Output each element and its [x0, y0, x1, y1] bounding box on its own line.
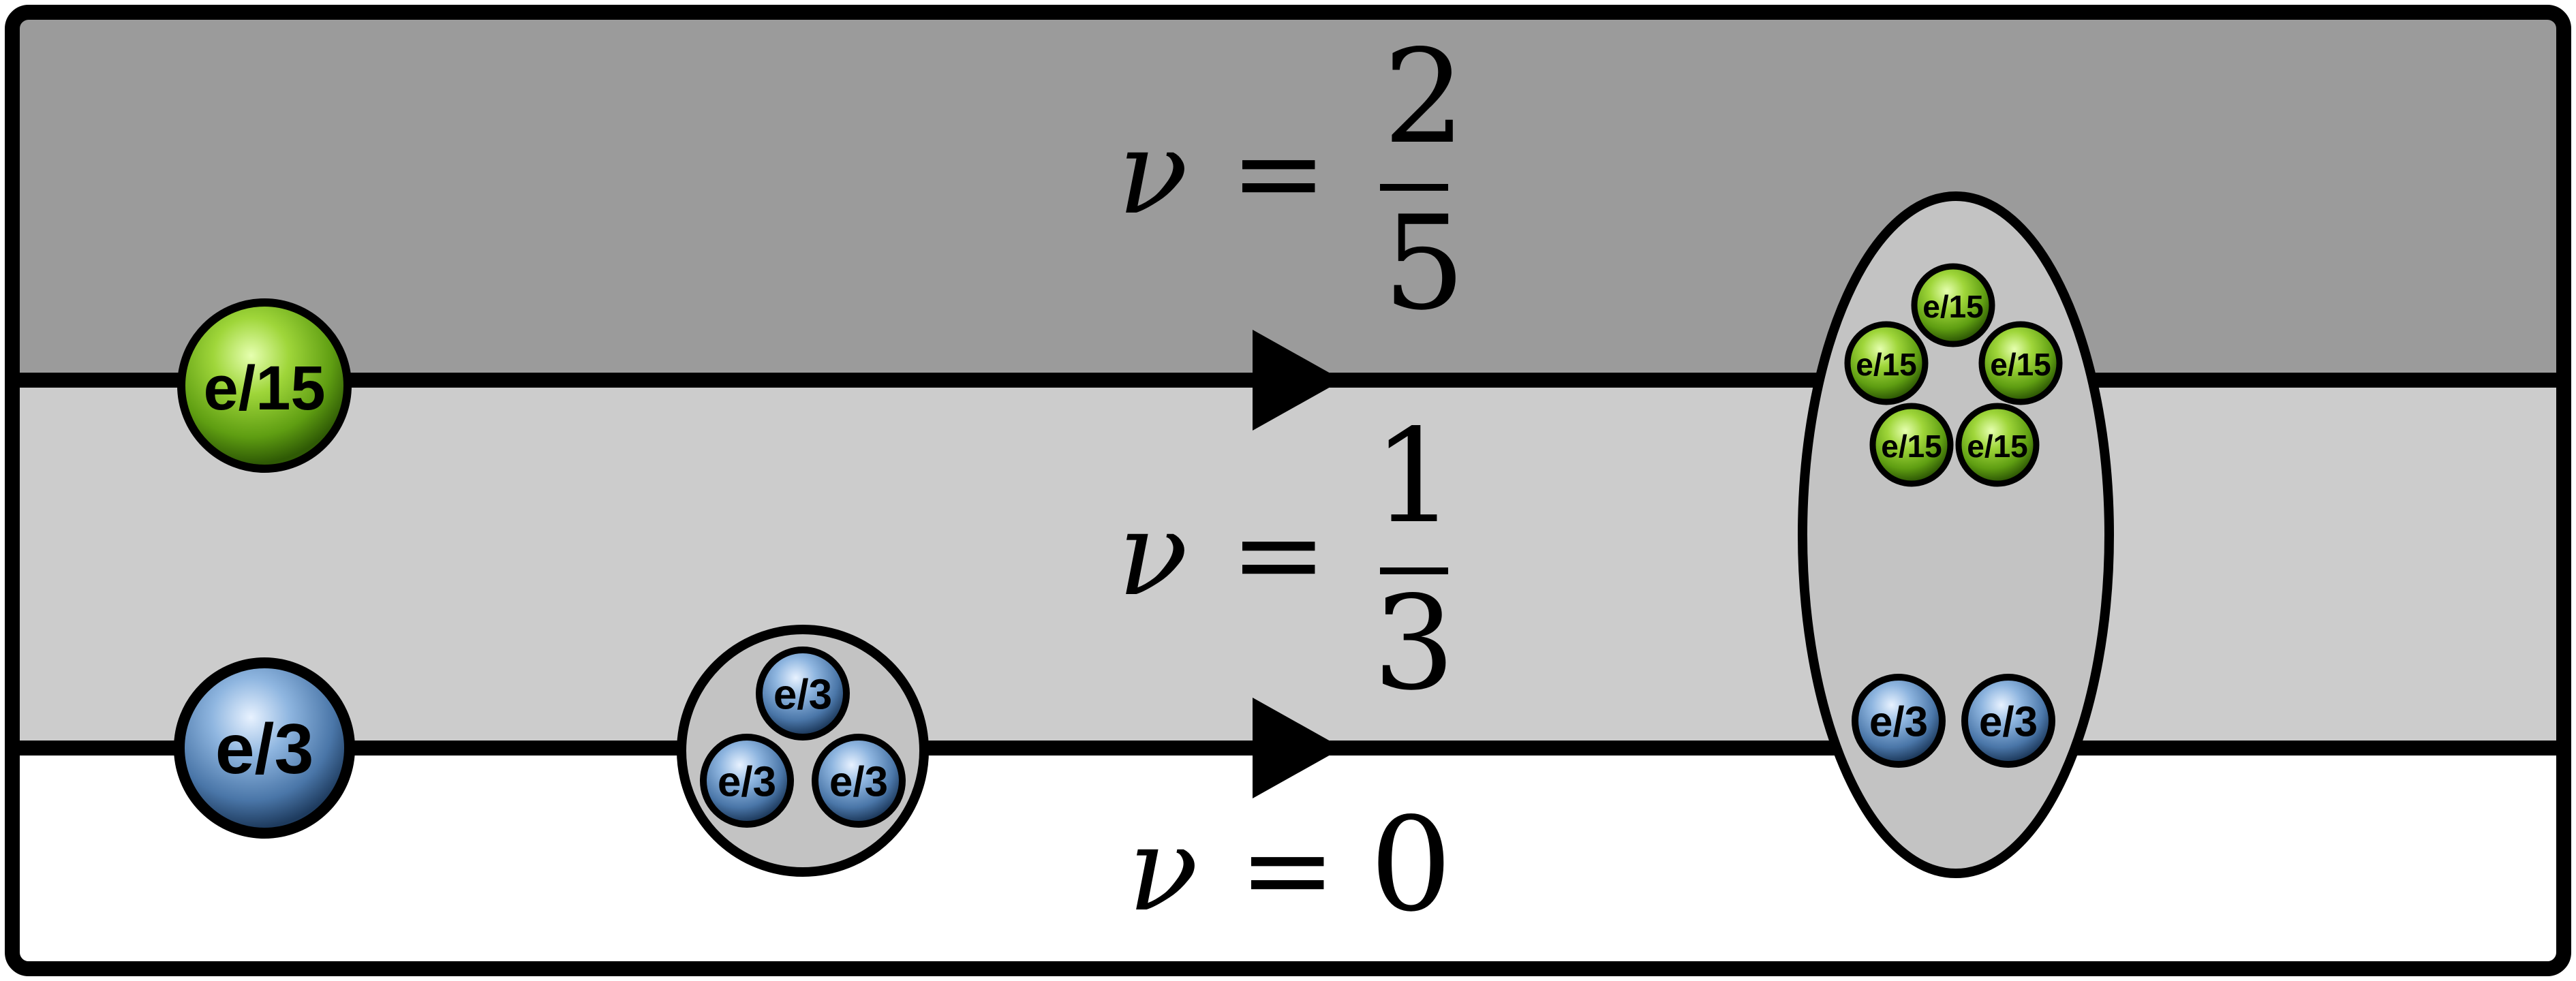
cluster-three-e3: e/3 e/3 e/3 [677, 625, 929, 877]
region-nu-2-5 [12, 12, 2564, 380]
particle-charge-label: e/15 [1881, 429, 1942, 464]
green-particle-icon [1844, 321, 1929, 405]
fraction-denominator: 3 [1373, 568, 1456, 719]
label-nu-2-5: ν = 2 5 [1118, 22, 1465, 339]
region-nu-0 [12, 748, 2564, 969]
zero-value: 0 [1370, 790, 1452, 940]
green-particle-icon [1955, 403, 2040, 487]
label-nu-0: ν = 0 [1128, 790, 1452, 940]
blue-particle-icon [1961, 674, 2055, 768]
particle-charge-label: e/15 [1856, 347, 1917, 382]
particle-charge-label: e/3 [1869, 699, 1928, 746]
green-particle-icon [1869, 403, 1954, 487]
particle-charge-label: e/3 [1979, 699, 2038, 746]
blue-particle-icon [174, 657, 355, 839]
green-particle-icon [1978, 321, 2063, 405]
nu-symbol: ν [1118, 487, 1188, 622]
equals-sign: = [1230, 106, 1327, 240]
equals-sign: = [1230, 487, 1327, 622]
region-nu-1-3 [12, 380, 2564, 748]
blue-particle-icon [812, 734, 906, 828]
blue-particle-icon [700, 734, 794, 828]
particle-charge-label: e/15 [1967, 429, 2028, 464]
blue-particle-icon [1852, 674, 1946, 768]
nu-symbol: ν [1128, 803, 1198, 937]
fraction-denominator: 5 [1383, 188, 1466, 339]
particle-charge-label: e/15 [1922, 289, 1984, 324]
particle-charge-label: e/3 [829, 759, 888, 806]
particle-charge-label: e/3 [718, 759, 776, 806]
particle-e15: e/15 [177, 298, 352, 473]
particle-charge-label: e/3 [773, 672, 832, 719]
blue-particle-icon [756, 647, 850, 741]
nu-symbol: ν [1118, 106, 1188, 240]
equals-sign: = [1239, 803, 1336, 937]
particle-charge-label: e/15 [203, 354, 325, 423]
right-arrow-icon [1253, 330, 1343, 431]
label-nu-1-3: ν = 1 3 [1118, 401, 1455, 719]
green-particle-icon [177, 298, 352, 473]
right-arrow-icon [1253, 698, 1343, 798]
fraction-numerator: 1 [1373, 401, 1456, 552]
particle-charge-label: e/15 [1990, 347, 2051, 382]
green-particle-icon [1911, 263, 1995, 347]
fraction-numerator: 2 [1383, 22, 1466, 172]
cluster-ellipse: e/15 e/15 e/15 e/15 e/15 e/3 e/3 [1798, 191, 2114, 878]
outer-frame [5, 5, 2571, 976]
particle-e3: e/3 [174, 657, 355, 839]
particle-charge-label: e/3 [215, 710, 314, 789]
